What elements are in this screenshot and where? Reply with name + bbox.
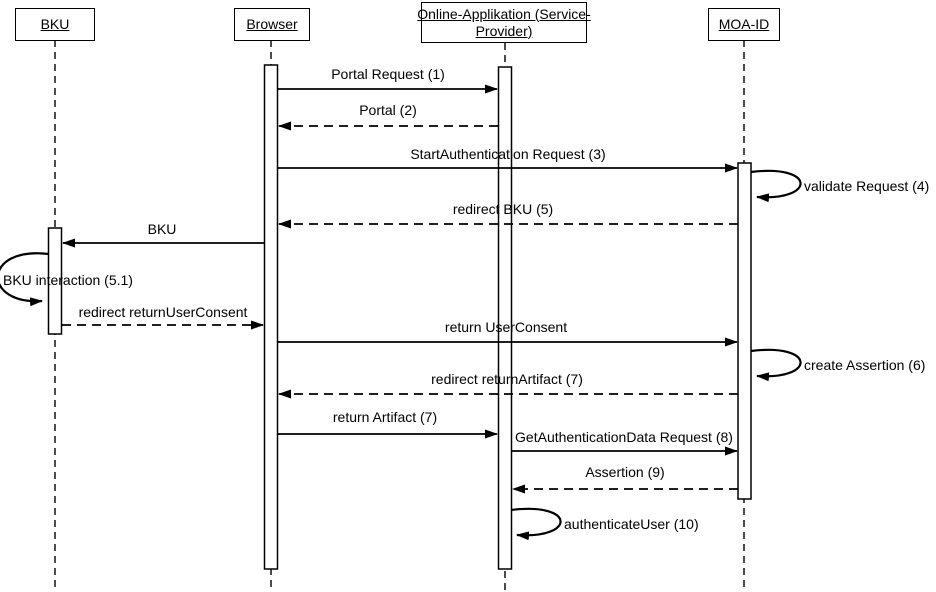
message-label-create-assertion: create Assertion (6) — [804, 357, 926, 373]
message-label-redirect-returnuserconsent: redirect returnUserConsent — [78, 304, 248, 320]
actor-box-moa-id: MOA-ID — [708, 8, 780, 41]
actor-box-online-app: Online-Applikation (Service- Provider) — [417, 2, 591, 43]
message-label-assertion: Assertion (9) — [585, 464, 665, 480]
message-label-portal-request: Portal Request (1) — [331, 66, 445, 82]
actor-label-online-app-line2: Provider) — [475, 22, 533, 39]
activation-bar-bku — [47, 227, 63, 335]
message-label-redirect-bku: redirect BKU (5) — [452, 201, 554, 217]
message-label-validate-request: validate Request (4) — [804, 178, 930, 194]
message-label-return-artifact: return Artifact (7) — [332, 409, 438, 425]
self-loop-authenticateuser — [510, 507, 562, 541]
actor-box-bku: BKU — [15, 8, 95, 41]
actor-label-moa-id: MOA-ID — [718, 16, 770, 32]
self-loop-bku-interaction — [0, 252, 50, 307]
actor-box-browser: Browser — [234, 8, 310, 41]
message-label-return-userconsent: return UserConsent — [444, 319, 568, 335]
self-loop-validate-request — [750, 169, 802, 203]
actor-label-browser: Browser — [246, 16, 298, 32]
message-label-authenticateuser: authenticateUser (10) — [564, 516, 699, 532]
message-label-startauthentication-request: StartAuthentication Request (3) — [410, 146, 606, 162]
message-label-bku-interaction: BKU interaction (5.1) — [3, 272, 133, 288]
activation-bar-online-app — [497, 66, 513, 570]
message-label-getauthenticationdata-request: GetAuthenticationData Request (8) — [515, 429, 733, 445]
actor-label-online-app-line1: Online-Applikation (Service- — [417, 5, 591, 22]
actor-label-bku: BKU — [40, 16, 70, 32]
message-label-redirect-returnartifact: redirect returnArtifact (7) — [431, 371, 583, 387]
activation-bar-browser — [263, 64, 279, 570]
self-loop-create-assertion — [750, 348, 802, 382]
message-label-portal: Portal (2) — [359, 102, 417, 118]
activation-bar-moa-id — [737, 162, 752, 500]
message-label-bku: BKU — [147, 221, 177, 237]
